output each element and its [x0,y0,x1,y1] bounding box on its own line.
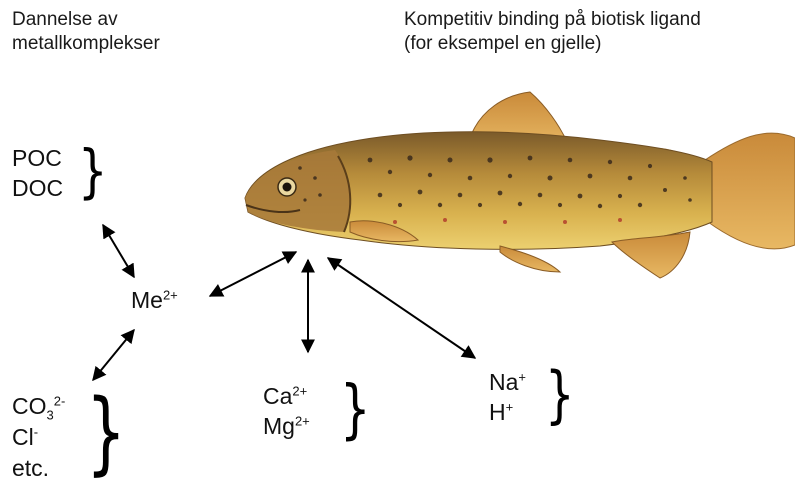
brace-ca-mg: } [340,376,371,444]
poc-label: POC [12,143,63,173]
brace-na-h: } [545,362,575,428]
metal-ion-label: Me2+ [131,285,178,315]
monovalent-cation-group: Na+ H+ [489,367,526,427]
brace-inorganic-ligands: } [86,386,126,480]
brace-poc-doc: } [78,140,108,202]
hydrogen-label: H+ [489,397,526,427]
magnesium-label: Mg2+ [263,411,310,441]
carbonate-label: CO32- [12,391,65,422]
metal-ion-charge: 2+ [163,287,178,302]
arrow-na-h-to-fish [328,258,475,358]
fish-head [245,150,351,232]
arrow-me-to-co3-cl [93,330,134,380]
tail-fin [705,133,795,249]
arrow-me-to-poc-doc [103,225,134,277]
hardness-cation-group: Ca2+ Mg2+ [263,381,310,441]
metal-ion-base: Me [131,287,163,313]
chloride-label: Cl- [12,422,65,453]
pelvic-fin [500,246,560,272]
trout-illustration [245,92,795,278]
arrow-me-to-fish [210,252,296,296]
etc-label: etc. [12,453,65,484]
doc-label: DOC [12,173,63,203]
sodium-label: Na+ [489,367,526,397]
calcium-label: Ca2+ [263,381,310,411]
organic-carbon-group: POC DOC [12,143,63,203]
inorganic-ligand-group: CO32- Cl- etc. [12,391,65,484]
